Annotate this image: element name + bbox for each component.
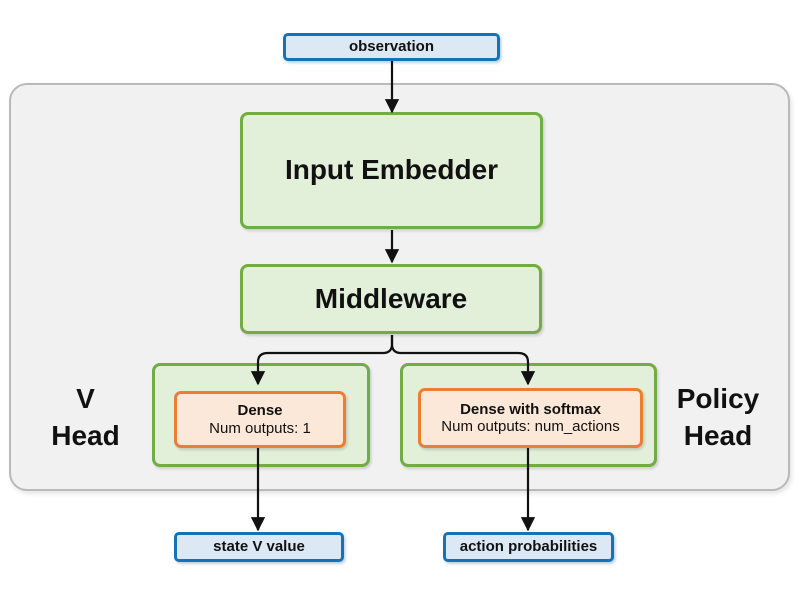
policy-head-label-line1: Policy [676, 383, 760, 414]
node-input-embedder: Input Embedder [240, 112, 543, 229]
node-middleware: Middleware [240, 264, 542, 334]
node-observation: observation [283, 33, 500, 61]
v-head-label-line2: Head [51, 420, 120, 451]
policy-head-label-line2: Head [683, 420, 753, 451]
node-subtitle: Num outputs: 1 [209, 419, 311, 437]
v-head-label: V Head [28, 380, 143, 454]
node-label: observation [348, 38, 435, 56]
node-label: Input Embedder [284, 154, 499, 186]
node-title: Dense [237, 402, 283, 420]
v-head-label-line1: V [76, 383, 95, 414]
policy-head-label: Policy Head [658, 380, 778, 454]
node-label: action probabilities [459, 538, 598, 556]
node-label: Middleware [314, 282, 468, 314]
node-title: Dense with softmax [460, 400, 601, 418]
node-label: state V value [213, 538, 305, 556]
node-v-dense: Dense Num outputs: 1 [174, 391, 346, 448]
node-action-probabilities: action probabilities [443, 532, 614, 562]
node-policy-dense: Dense with softmax Num outputs: num_acti… [418, 388, 643, 448]
node-state-v-value: state V value [174, 532, 344, 562]
node-subtitle: Num outputs: num_actions [441, 418, 620, 435]
